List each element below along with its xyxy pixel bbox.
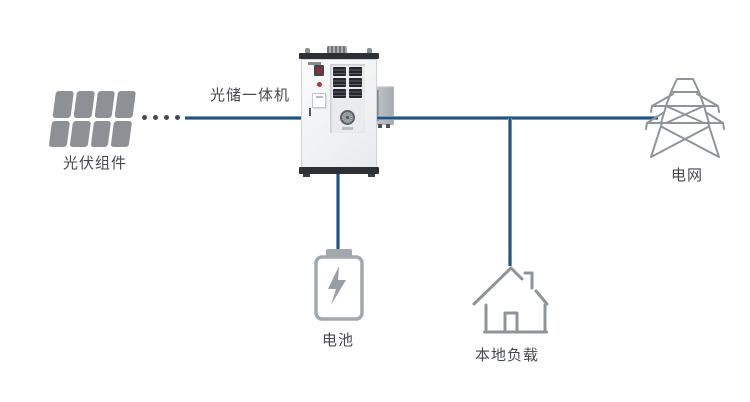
- lifting-hook-icon: [305, 48, 310, 55]
- lifting-hook-icon: [367, 48, 372, 55]
- side-unit-foot: [378, 124, 382, 128]
- door-icon: [503, 311, 519, 334]
- inverter-to-grid-wire: [374, 116, 658, 120]
- side-unit-foot: [386, 124, 390, 128]
- cabinet-top-rim: [299, 53, 379, 59]
- cabinet-handle-slot: [309, 108, 311, 116]
- vent-grille-icon: [349, 67, 362, 76]
- local-load-label: 本地负载: [474, 347, 539, 364]
- vent-grille-icon: [349, 78, 362, 87]
- inverter-cabinet-icon: [297, 44, 381, 179]
- vent-grille-icon: [333, 78, 346, 87]
- vent-grille-icon: [349, 89, 362, 98]
- cabinet-foot: [303, 174, 310, 177]
- cabinet-display-screen: [314, 65, 324, 76]
- vent-panel: [330, 64, 365, 133]
- house-icon: [472, 266, 549, 334]
- inverter-label: 光储一体机: [209, 87, 290, 104]
- grid-wire-to-load-drop: [508, 118, 512, 266]
- lightning-bolt-icon: [328, 266, 346, 305]
- emergency-stop-button-icon: [317, 82, 322, 87]
- pv-module-label: 光伏组件: [62, 155, 127, 172]
- inverter-to-battery-wire: [336, 170, 340, 252]
- vent-grille-icon: [333, 89, 346, 98]
- nameplate: [342, 127, 353, 130]
- pv-to-inverter-wire: [185, 116, 302, 120]
- chimney-icon: [523, 271, 534, 290]
- battery-icon: [314, 249, 364, 321]
- dotted-dc-link-icon: [142, 115, 180, 120]
- grid-label: 电网: [670, 167, 703, 184]
- battery-label: 电池: [321, 332, 354, 349]
- document-holder: [312, 93, 326, 108]
- cabinet-logo: [308, 62, 321, 65]
- top-vent-icon: [327, 46, 347, 54]
- solar-panel-icon: [48, 91, 136, 147]
- transmission-tower-icon: [645, 78, 725, 158]
- vent-grille-icon: [333, 67, 346, 76]
- cabinet-base: [299, 167, 379, 174]
- cooling-fan-icon: [339, 110, 355, 125]
- cabinet-foot: [368, 174, 375, 177]
